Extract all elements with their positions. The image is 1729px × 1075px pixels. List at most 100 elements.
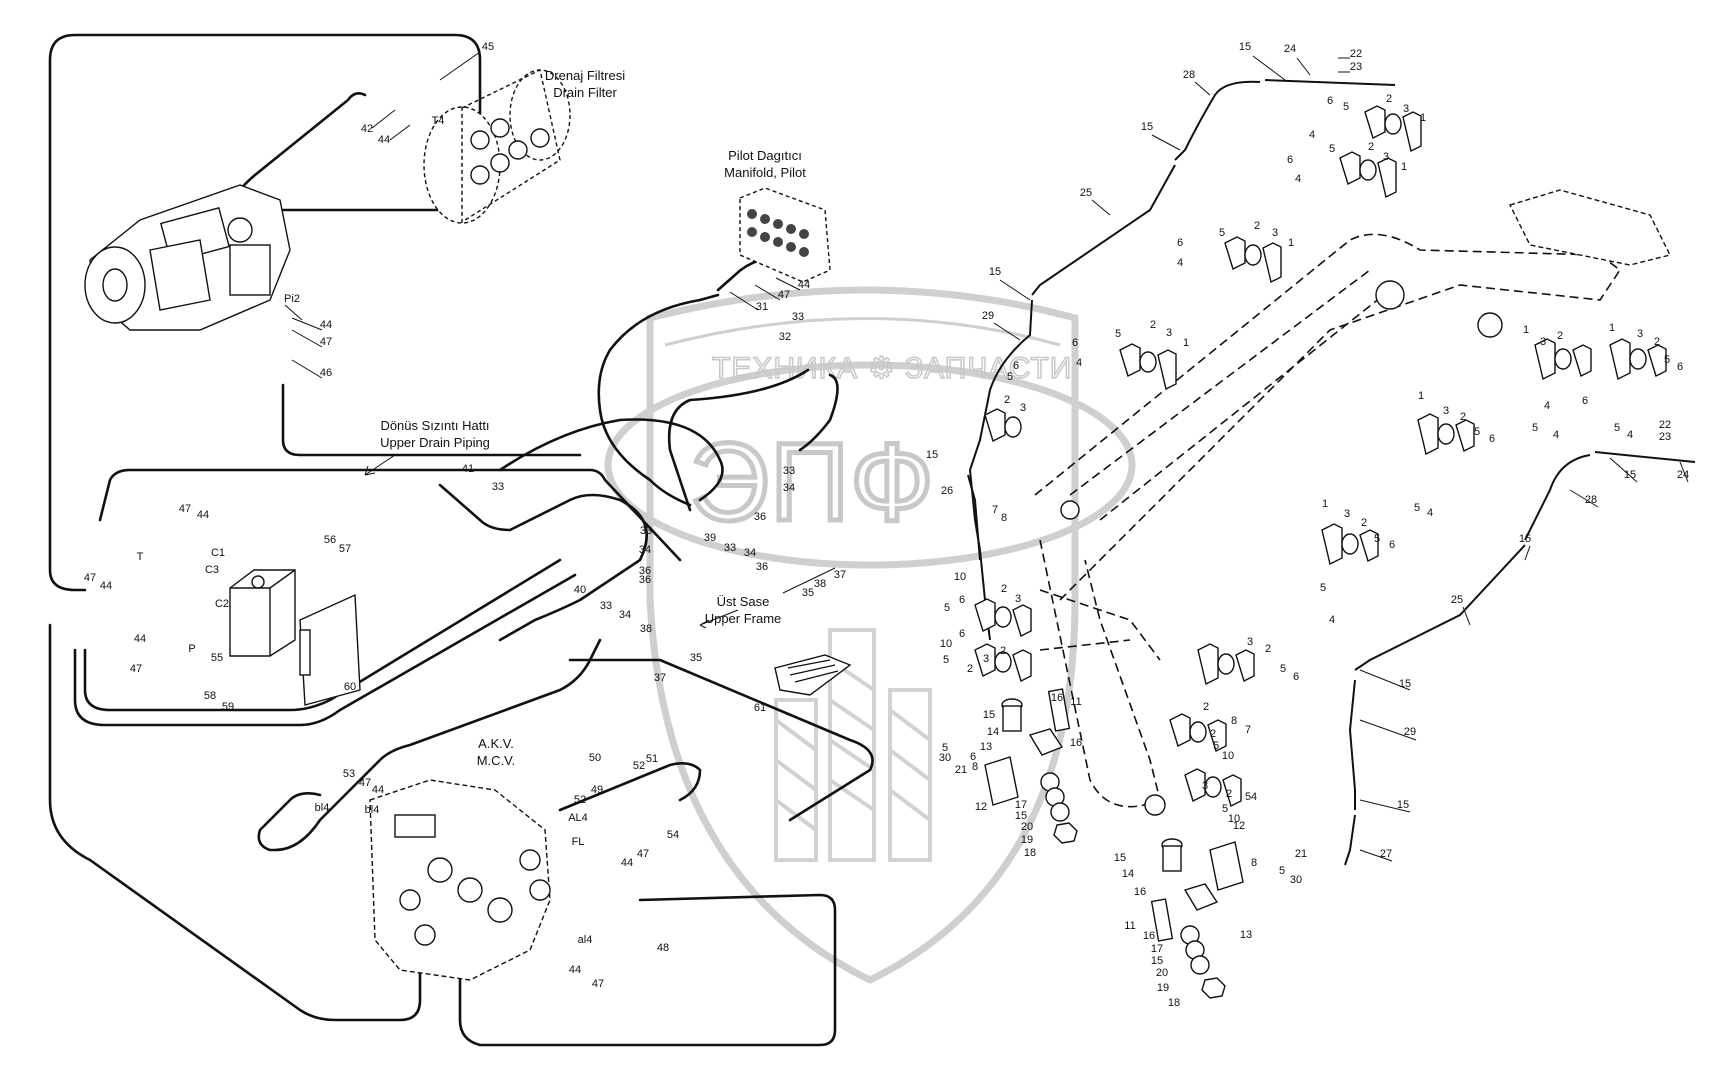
part-number-label: 35: [802, 587, 814, 599]
part-number-label: 47: [637, 848, 649, 860]
part-number-label: 52: [574, 794, 586, 806]
fitting-stack-right: [1150, 838, 1244, 999]
part-number-label: 1: [1609, 322, 1615, 334]
part-number-label: 5: [1007, 371, 1013, 383]
part-number-label: 16: [1143, 930, 1155, 942]
part-number-label: 10: [954, 571, 966, 583]
part-number-label: 5: [1532, 422, 1538, 434]
caption-drain-filter-line-2: Drain Filter: [553, 85, 617, 100]
part-number-label: 5: [1474, 426, 1480, 438]
watermark-building-icon: [774, 628, 932, 862]
part-number-label: 4: [1177, 257, 1183, 269]
pipes: [48, 33, 874, 1047]
part-number-label: 32: [779, 331, 791, 343]
part-number-label: 36: [754, 511, 766, 523]
part-number-label: 15: [1399, 678, 1411, 690]
caption-upper-drain-piping-line-2: Upper Drain Piping: [380, 435, 490, 450]
part-number-label: 3: [1637, 328, 1643, 340]
part-number-label: 5: [1213, 740, 1219, 752]
pipe-pilot-loop-outer: [98, 468, 682, 562]
part-number-label: 5: [1222, 803, 1228, 815]
part-number-label: 20: [1021, 821, 1033, 833]
pilot-manifold: [739, 187, 831, 283]
part-number-label: 5: [1374, 533, 1380, 545]
part-number-label: 19: [1157, 982, 1169, 994]
part-number-label: 31: [756, 301, 768, 313]
main-pump: [84, 184, 291, 331]
part-number-label: 58: [204, 690, 216, 702]
part-number-label: 5: [1664, 354, 1670, 366]
part-number-label: 3: [1015, 593, 1021, 605]
part-number-label: 3: [1383, 151, 1389, 163]
part-number-label: 40: [574, 584, 586, 596]
part-number-label: 34: [783, 482, 795, 494]
part-number-label: 3: [1540, 336, 1546, 348]
part-number-label: 2: [967, 663, 973, 675]
part-number-label: 2: [1361, 517, 1367, 529]
part-number-label: 33: [600, 600, 612, 612]
part-number-label: 12: [975, 801, 987, 813]
part-number-label: T4: [432, 115, 445, 127]
part-number-label: 45: [482, 41, 494, 53]
pipe-center-diagonal: [568, 658, 874, 822]
leader-lines: [284, 51, 1689, 862]
part-number-label: 33: [724, 542, 736, 554]
part-number-label: C2: [215, 598, 229, 610]
part-number-label: 60: [344, 681, 356, 693]
caption-upper-frame-line-1: Üst Sase: [717, 594, 770, 609]
part-number-label: 44: [100, 580, 112, 592]
part-number-label: 53: [343, 768, 355, 780]
part-number-label: 30: [939, 752, 951, 764]
part-number-label: 5: [1329, 143, 1335, 155]
part-number-label: 3: [1247, 636, 1253, 648]
part-number-label: C1: [211, 547, 225, 559]
part-number-label: 29: [982, 310, 994, 322]
part-number-label: 57: [339, 543, 351, 555]
part-number-label: 2: [1150, 319, 1156, 331]
part-number-label: 5: [944, 602, 950, 614]
part-number-label: 47: [179, 503, 191, 515]
pipe-upper-loop-1: [83, 558, 562, 712]
part-number-label: 52: [633, 760, 645, 772]
part-number-label: 14: [987, 726, 999, 738]
boom-hose-lines: [967, 79, 1696, 866]
part-number-label: 4: [1329, 614, 1335, 626]
part-number-label: 55: [211, 652, 223, 664]
fitting-stack-left: [984, 688, 1078, 844]
part-number-label: 38: [640, 623, 652, 635]
part-number-label: 5: [942, 742, 948, 754]
part-number-label: 4: [1295, 173, 1301, 185]
part-number-label: 44: [372, 784, 384, 796]
part-number-label: 47: [359, 777, 371, 789]
part-number-label: 33: [792, 311, 804, 323]
part-number-label: 2: [1254, 220, 1260, 232]
watermark-text-left: ТЕХНИКА: [712, 352, 858, 385]
part-number-label: 2: [1000, 645, 1006, 657]
part-number-label: 6: [1327, 95, 1333, 107]
part-number-label: 7: [1245, 724, 1251, 736]
part-number-label: 6: [1013, 360, 1019, 372]
part-number-label: 8: [1001, 512, 1007, 524]
part-number-label: 5: [1320, 582, 1326, 594]
part-number-label: 15: [1151, 955, 1163, 967]
part-number-label: 3: [1272, 227, 1278, 239]
part-number-label: 25: [1080, 187, 1092, 199]
part-number-label: 15: [983, 709, 995, 721]
part-number-label: 15: [1624, 469, 1636, 481]
drain-filter: [423, 68, 571, 224]
pipe-upper-loop-2: [73, 573, 577, 727]
part-number-label: 3: [1344, 508, 1350, 520]
part-number-label: 4: [1076, 357, 1082, 369]
part-number-label: 23: [1659, 431, 1671, 443]
pipe-24-upper: [1264, 79, 1396, 86]
part-number-label: 47: [778, 289, 790, 301]
part-number-label: 6: [1177, 237, 1183, 249]
part-number-label: 6: [959, 594, 965, 606]
part-number-label: 50: [589, 752, 601, 764]
part-number-label: 5: [1279, 865, 1285, 877]
part-number-label: 17: [1151, 943, 1163, 955]
part-number-label: bl4: [365, 804, 380, 816]
hose-25-lower: [1354, 544, 1526, 671]
part-number-label: AL4: [568, 812, 588, 824]
